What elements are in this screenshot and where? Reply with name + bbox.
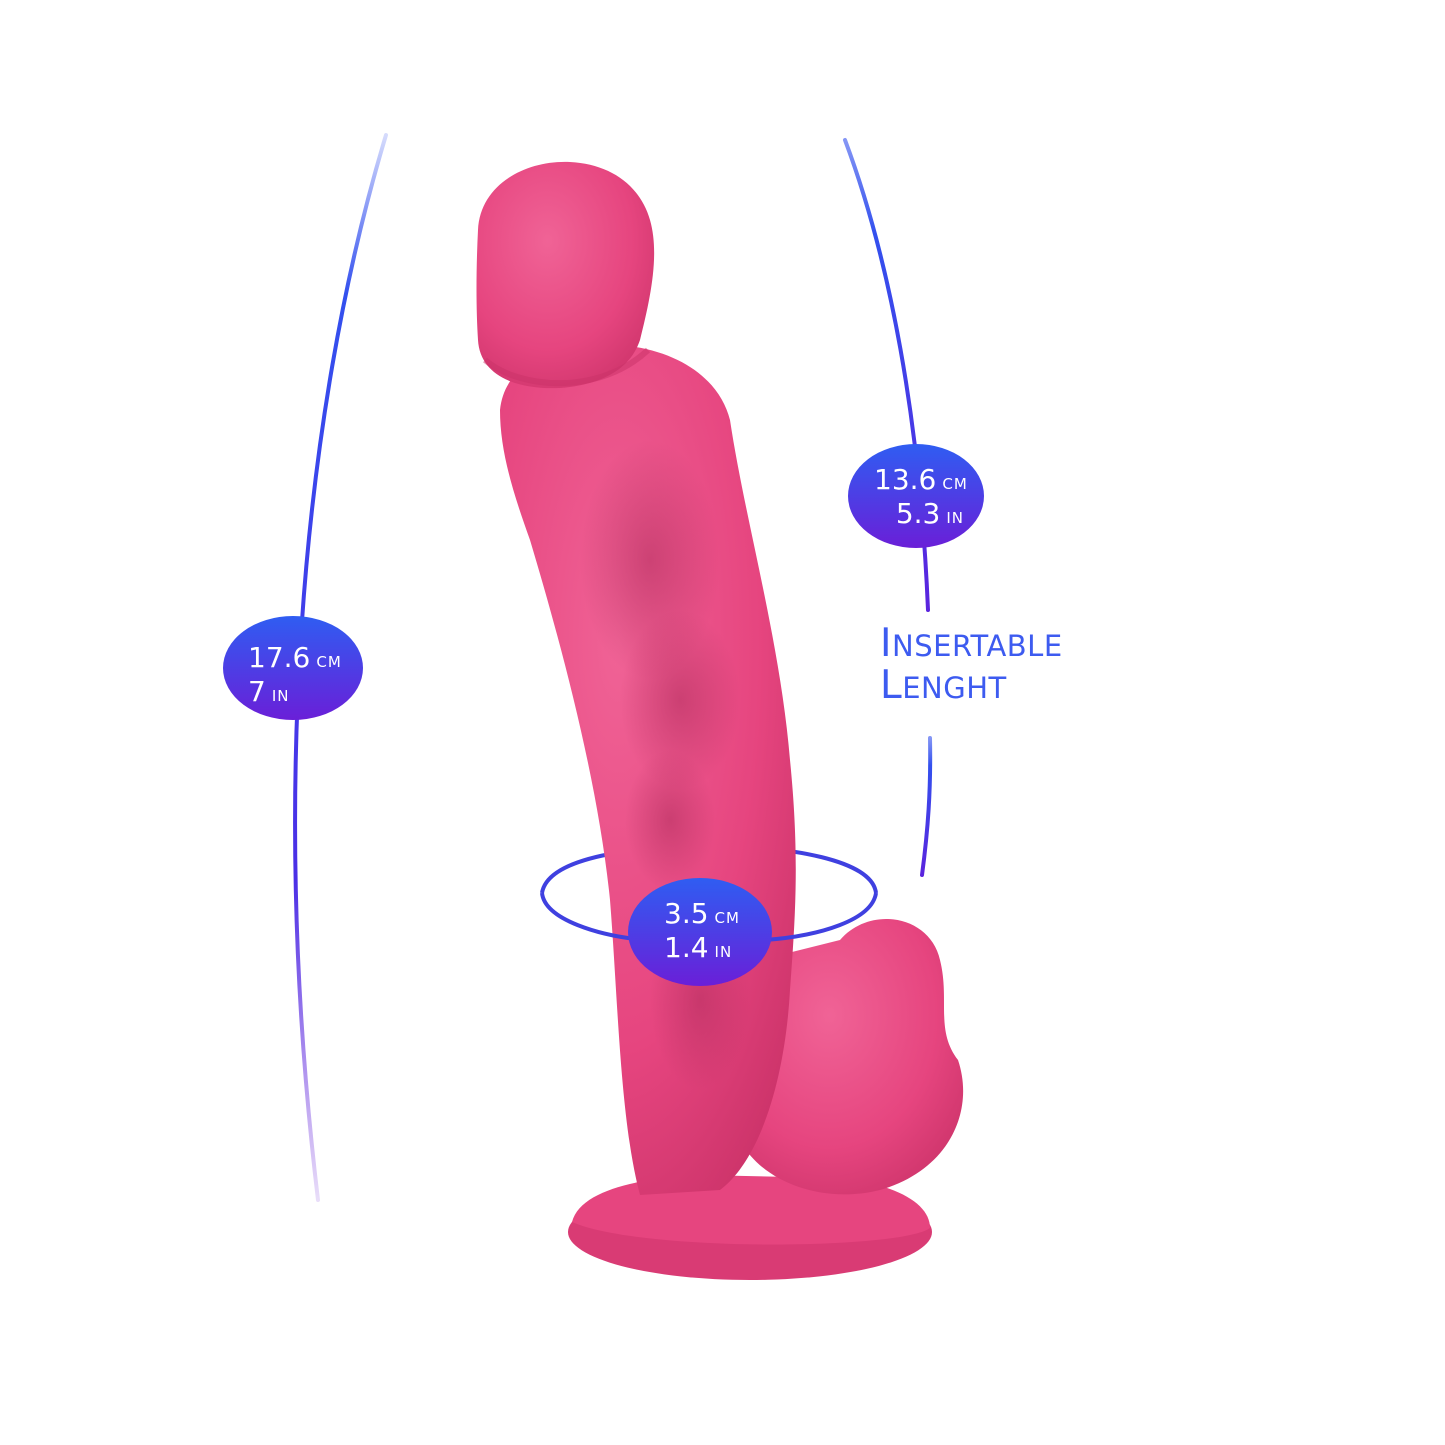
total-length-cm-unit: CM (316, 653, 342, 671)
insertable-label-initial: I (880, 621, 893, 666)
total-length-badge-shape (223, 616, 363, 720)
total-length-in: 7 (248, 675, 266, 708)
diameter-cm: 3.5 (664, 897, 709, 930)
diameter-cm-unit: CM (714, 909, 740, 927)
insertable-length-in: 5.3 (895, 497, 941, 530)
total-length-in-unit: IN (271, 687, 290, 705)
insertable-length-label: INSERTABLE LENGHT (880, 624, 1063, 708)
insertable-length-badge-shape (848, 444, 984, 548)
diameter-badge-shape (628, 878, 772, 986)
total-length-badge: 17.6 CM 7 IN (248, 644, 342, 706)
diameter-badge: 3.5 CM 1.4 IN (664, 900, 740, 962)
diameter-in: 1.4 (664, 931, 709, 964)
product-shape (476, 161, 964, 1280)
diameter-in-unit: IN (714, 943, 733, 961)
length-label-initial: L (880, 663, 903, 708)
insertable-length-badge: 13.6 CM 5.3 IN (874, 463, 968, 530)
total-length-cm: 17.6 (248, 641, 311, 674)
insertable-label-rest: NSERTABLE (892, 629, 1063, 663)
insertable-length-cm: 13.6 (874, 463, 937, 496)
length-label-rest: ENGHT (902, 671, 1007, 705)
insertable-length-line-bottom (920, 736, 933, 877)
insertable-length-cm-unit: CM (942, 475, 968, 493)
insertable-length-in-unit: IN (946, 509, 964, 527)
